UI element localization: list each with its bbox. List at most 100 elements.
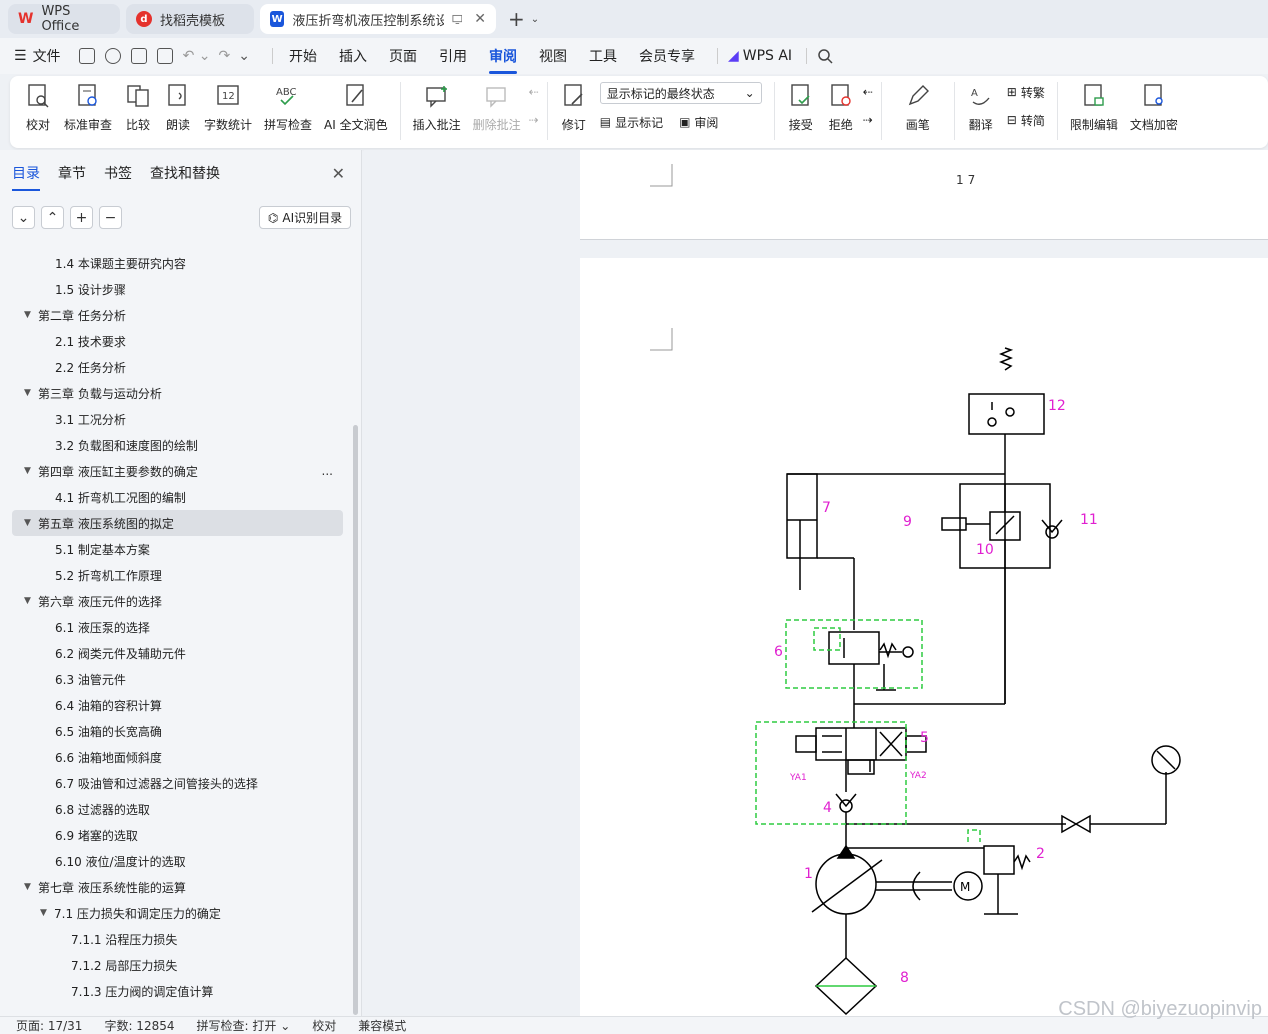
toc-item[interactable]: 3.1 工况分析 [0, 406, 355, 432]
status-page[interactable]: 页面: 17/31 [16, 1019, 83, 1033]
proofread-button[interactable]: 校对 [18, 82, 58, 133]
ai-toc-button[interactable]: ⌬ AI识别目录 [259, 206, 351, 229]
toc-item[interactable]: 5.2 折弯机工作原理 [0, 562, 355, 588]
menu-tools[interactable]: 工具 [588, 49, 617, 65]
expand-triangle-icon[interactable]: ▼ [24, 518, 31, 528]
undo-icon[interactable]: ↶ ⌄ [182, 48, 211, 64]
toc-item[interactable]: 6.7 吸油管和过滤器之间管接头的选择 [0, 770, 355, 796]
toc-item[interactable]: 6.8 过滤器的选取 [0, 796, 355, 822]
save-icon[interactable] [78, 48, 95, 64]
menu-page[interactable]: 页面 [388, 49, 417, 65]
tab-wps-office[interactable]: W WPS Office [8, 4, 120, 34]
prev-comment-icon[interactable]: ⇠ [528, 85, 539, 99]
to-traditional-button[interactable]: ⊞转繁 [1006, 85, 1045, 100]
toc-item[interactable]: ▼7.1 压力损失和调定压力的确定 [0, 900, 355, 926]
collapse-all-button[interactable]: ⌄ [12, 206, 35, 229]
remove-heading-button[interactable]: − [99, 206, 122, 229]
next-change-icon[interactable]: ⇢ [862, 113, 873, 127]
reject-button[interactable]: 拒绝 [821, 82, 861, 133]
word-count-button[interactable]: 12 字数统计 [198, 82, 258, 133]
toc-item[interactable]: ▼第二章 任务分析 [0, 302, 355, 328]
menu-review[interactable]: 审阅 [488, 46, 517, 74]
toc-scrollbar[interactable] [353, 425, 358, 1015]
review-pane-button[interactable]: ▣ 审阅 [679, 115, 719, 130]
prev-change-icon[interactable]: ⇠ [862, 85, 873, 99]
toc-item[interactable]: 1.4 本课题主要研究内容 [0, 250, 355, 276]
toc-item[interactable]: 6.10 液位/温度计的选取 [0, 848, 355, 874]
status-spell-check[interactable]: 拼写检查: 打开 ⌄ [196, 1019, 291, 1033]
redo-icon[interactable]: ↷ [218, 48, 231, 64]
toc-item[interactable]: 3.2 负载图和速度图的绘制 [0, 432, 355, 458]
toc-item[interactable]: 6.9 堵塞的选取 [0, 822, 355, 848]
expand-triangle-icon[interactable]: ▼ [24, 388, 31, 398]
toc-item[interactable]: 4.1 折弯机工况图的编制 [0, 484, 355, 510]
toc-item[interactable]: 6.3 油管元件 [0, 666, 355, 692]
toc-item[interactable]: 5.1 制定基本方案 [0, 536, 355, 562]
show-markup-button[interactable]: ▤ 显示标记 [599, 115, 664, 130]
close-icon[interactable]: ✕ [331, 164, 345, 183]
menu-home[interactable]: 开始 [288, 49, 317, 65]
expand-triangle-icon[interactable]: ▼ [24, 466, 31, 476]
toc-item[interactable]: 7.1.2 局部压力损失 [0, 952, 355, 978]
tab-find-replace[interactable]: 查找和替换 [150, 166, 220, 182]
doc-encrypt-button[interactable]: 文档加密 [1124, 82, 1184, 133]
tab-docer[interactable]: d 找稻壳模板 [126, 4, 254, 34]
toc-item[interactable]: ▼第四章 液压缸主要参数的确定... [0, 458, 355, 484]
expand-up-button[interactable]: ⌃ [41, 206, 64, 229]
next-comment-icon[interactable]: ⇢ [528, 113, 539, 127]
pen-button[interactable]: 画笔 [888, 82, 948, 133]
toc-item[interactable]: ▼第七章 液压系统性能的运算 [0, 874, 355, 900]
toc-item[interactable]: 7.1.1 沿程压力损失 [0, 926, 355, 952]
restrict-edit-button[interactable]: 限制编辑 [1064, 82, 1124, 133]
delete-comment-button[interactable]: 删除批注 [467, 82, 527, 133]
toc-item[interactable]: 6.1 液压泵的选择 [0, 614, 355, 640]
tab-bookmarks[interactable]: 书签 [104, 166, 132, 182]
print-icon[interactable] [130, 48, 147, 64]
toc-item[interactable]: ▼第六章 液压元件的选择 [0, 588, 355, 614]
print-preview-icon[interactable] [156, 48, 173, 64]
monitor-icon[interactable] [451, 13, 463, 25]
toc-item[interactable]: 6.6 油箱地面倾斜度 [0, 744, 355, 770]
hamburger-icon[interactable]: ☰ [14, 48, 27, 64]
toc-item[interactable]: 7.1.3 压力阀的调定值计算 [0, 978, 355, 1004]
toc-item[interactable]: 6.4 油箱的容积计算 [0, 692, 355, 718]
tab-document[interactable]: W 液压折弯机液压控制系统设计 ✕ [260, 4, 496, 34]
toc-item[interactable]: ▼第三章 负载与运动分析 [0, 380, 355, 406]
more-options-icon[interactable]: ... [321, 464, 333, 478]
translate-button[interactable]: A 翻译 [961, 82, 1001, 133]
menu-member[interactable]: 会员专享 [638, 49, 695, 65]
markup-state-select[interactable]: 显示标记的最终状态 ⌄ [599, 82, 762, 104]
menu-insert[interactable]: 插入 [338, 49, 367, 65]
new-tab-icon[interactable]: + [508, 7, 525, 31]
status-proofread[interactable]: 校对 [312, 1019, 337, 1033]
ai-polish-button[interactable]: AI 全文润色 [318, 82, 394, 133]
search-icon[interactable] [817, 48, 833, 64]
menu-view[interactable]: 视图 [538, 49, 567, 65]
toc-item[interactable]: 2.2 任务分析 [0, 354, 355, 380]
standard-review-button[interactable]: 标准审查 [58, 82, 118, 133]
tab-chapters[interactable]: 章节 [58, 166, 86, 182]
toc-item[interactable]: 1.5 设计步骤 [0, 276, 355, 302]
toc-item[interactable]: 2.1 技术要求 [0, 328, 355, 354]
export-icon[interactable] [104, 48, 121, 64]
chevron-down-icon[interactable]: ⌄ [530, 13, 540, 25]
expand-triangle-icon[interactable]: ▼ [24, 310, 31, 320]
to-simplified-button[interactable]: ⊟转简 [1006, 113, 1045, 128]
toc-item[interactable]: 6.5 油箱的长宽高确 [0, 718, 355, 744]
spell-check-button[interactable]: ABC 拼写检查 [258, 82, 318, 133]
expand-triangle-icon[interactable]: ▼ [24, 882, 31, 892]
track-changes-button[interactable]: 修订 [554, 82, 594, 133]
status-words[interactable]: 字数: 12854 [104, 1019, 175, 1033]
toc-item[interactable]: ▼第五章 液压系统图的拟定 [12, 510, 343, 536]
read-aloud-button[interactable]: 朗读 [158, 82, 198, 133]
menu-file[interactable]: 文件 [32, 49, 61, 65]
tab-toc[interactable]: 目录 [12, 163, 40, 191]
compare-button[interactable]: 比较 [118, 82, 158, 133]
chevron-down-icon[interactable]: ⌄ [238, 48, 250, 64]
expand-triangle-icon[interactable]: ▼ [40, 908, 47, 918]
toc-item[interactable]: 6.2 阀类元件及辅助元件 [0, 640, 355, 666]
menu-references[interactable]: 引用 [438, 49, 467, 65]
insert-comment-button[interactable]: 插入批注 [407, 82, 467, 133]
expand-triangle-icon[interactable]: ▼ [24, 596, 31, 606]
menu-wps-ai[interactable]: WPS AI [742, 48, 793, 64]
